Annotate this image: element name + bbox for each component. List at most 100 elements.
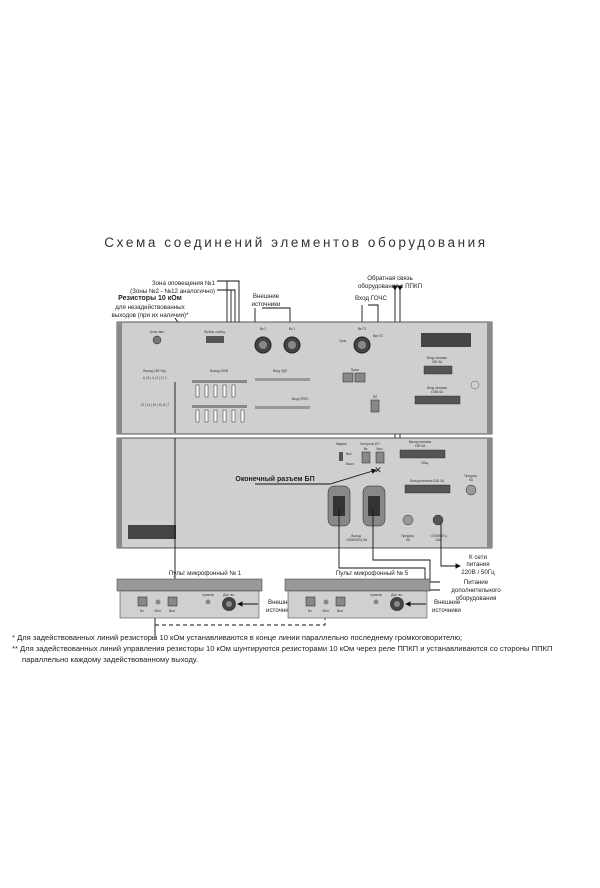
iec-output-socket[interactable] [327,485,351,527]
power-switch[interactable] [339,452,343,461]
mic-console-5: Пульт микрофонный № 5 Вх Мон. Вых Уровен… [284,570,461,619]
bp-in-label: Вх. [364,447,369,451]
mains-label-line2: питания [466,561,489,568]
power-input2-terminals[interactable] [414,395,461,405]
power-input1-rating: 24В 3А [432,360,443,364]
nameplate [128,525,176,539]
external-sources-label-line2: источники [252,301,281,308]
diagram-title: Схема соединений элементов оборудования [104,235,487,250]
callout-zone: Зона оповещения №1 (Зоны №2 - №12 аналог… [112,275,423,319]
mic-in-port[interactable] [305,596,316,607]
fuse2-rating: 6А [406,538,411,542]
alarm-label: Авария [336,442,347,446]
power-input1-terminals[interactable] [423,365,453,375]
off-label: Выкл. [346,462,355,466]
power-output2-label: Выход питания 24В 3А [410,479,445,483]
input2-label: Вх.2 [260,327,267,331]
mic-level-knob[interactable] [152,335,162,345]
footnote-2: ** Для задействованных линий управления … [12,644,552,653]
bp-port[interactable] [370,399,380,413]
aux-in-label: Доп. вх. [391,593,403,597]
nameplate [421,333,471,347]
power-output1-terminals[interactable] [399,449,446,459]
on-label: Вкл. [346,452,352,456]
monitor-knob[interactable] [155,599,161,605]
mic-console-label: Пульт микрофонный № 1 [169,570,242,577]
iec-input-socket[interactable] [362,485,386,527]
aux-in-label: Доп. вх. [223,593,235,597]
external-sources-label-line2: источники [266,607,295,614]
fuse2-holder[interactable] [402,514,414,526]
level-label: Уровень [202,593,215,597]
mic-console-1: Пульт микрофонный № 1 Вх Мон. Вых Уровен… [116,570,295,619]
message-select-dip-switch[interactable] [206,336,224,343]
power-output1-label: Выход питания [409,440,432,444]
output-24v-label: Выход 24В Упр. [143,369,166,373]
terminator-label: Оконечный разъем БП [235,475,314,483]
zone1-label: Зона оповещения №1 [152,280,216,287]
channels-top-label: 6 | 5 | 4 | 3 | 2 | 1 [143,376,167,380]
input1-label: Вх.1 [289,327,296,331]
mic-out-label: Вых [169,609,175,613]
power-output2-terminals[interactable] [404,484,451,494]
monitor-knob[interactable] [323,599,329,605]
console-port-label: Пульт [351,368,360,372]
gochs-input-label: Вход ГОЧС [355,295,388,302]
fuse1-label: Предохр. [464,474,478,478]
level-knob[interactable] [373,599,379,605]
mains-label: К сети [469,554,487,561]
bp-out-label: Вых. [377,447,384,451]
level-label: Уров. [339,339,347,343]
mains-label-line3: 220В / 50Гц [461,569,495,576]
common-label: Общ. [421,461,429,465]
ac-input-label: ~220В/50Гц [429,534,446,538]
fuse1-holder[interactable] [465,484,477,496]
external-sources-label: Внешние [268,599,295,606]
message-select-label: Выбор сообщ. [204,330,225,334]
resistors-label-line3: выходов (при их наличии)* [112,312,190,319]
mic-out-port[interactable] [335,596,346,607]
resistors-label: Резисторы 10 кОм [118,295,182,302]
footnote-2-cont: параллельно каждому задействованному вых… [22,655,198,664]
udp-input-terminal[interactable] [255,378,310,381]
ppkp-input-label: Вход ППКП [292,397,310,401]
mic-out-label: Вых [337,609,343,613]
udp-input-label: Вход УДП [273,369,288,373]
go-on-label: Вкл.ГО [373,334,384,338]
ppkp-input-terminal[interactable] [255,406,310,409]
feedback-label: Обратная связь [367,275,413,282]
mic-out-port[interactable] [167,596,178,607]
mic-in-port[interactable] [137,596,148,607]
monitor-label: Мон. [322,609,329,613]
bp-control-label: Контроль БП [360,442,380,446]
external-sources-label: Внешние [434,599,461,606]
resistors-label-line2: для незадействованных [115,304,185,311]
mic-level-label: Уров. мик. [149,330,164,334]
mic-console-label: Пульт микрофонный № 5 [336,570,409,577]
bp-control-out-port[interactable] [375,451,385,464]
ac-output-label: Выход [351,534,361,538]
console-port-1[interactable] [342,372,354,383]
external-sources-label-line2: источники [432,607,461,614]
power-output1-rating: 15В 6А [415,444,426,448]
control-unit-panel: Уров. мик. Выбор сообщ. Вх.2 Вх.1 Вх.ГО … [116,321,493,435]
level-label: Уровень [370,593,383,597]
mic-in-label: Вх [140,609,144,613]
output-100v-label: Выход 100В [210,369,228,373]
output-100v-terminal-top[interactable] [192,380,247,383]
end-resistors [195,384,245,423]
bp-control-in-port[interactable] [361,451,371,464]
mic-in-label: Вх [308,609,312,613]
ac-input-cable-gland [432,514,444,526]
power-input1-label: Вход питания [427,356,447,360]
channels-bottom-label: 12 | 11 | 10 | 9 | 8 | 7 [141,403,170,407]
aux-power-label-line2: дополнительного [451,587,501,594]
console-port-2[interactable] [354,372,366,383]
output-100v-terminal-bottom[interactable] [192,405,247,408]
fuse2-label: Предохр. [401,534,415,538]
power-supply-panel: Авария Вкл. Выкл. Контроль БП Вх. Вых. ✕… [116,437,493,549]
external-sources-label: Внешние [253,293,280,300]
level-knob[interactable] [205,599,211,605]
aux-power-label-line3: оборудования [456,595,497,602]
